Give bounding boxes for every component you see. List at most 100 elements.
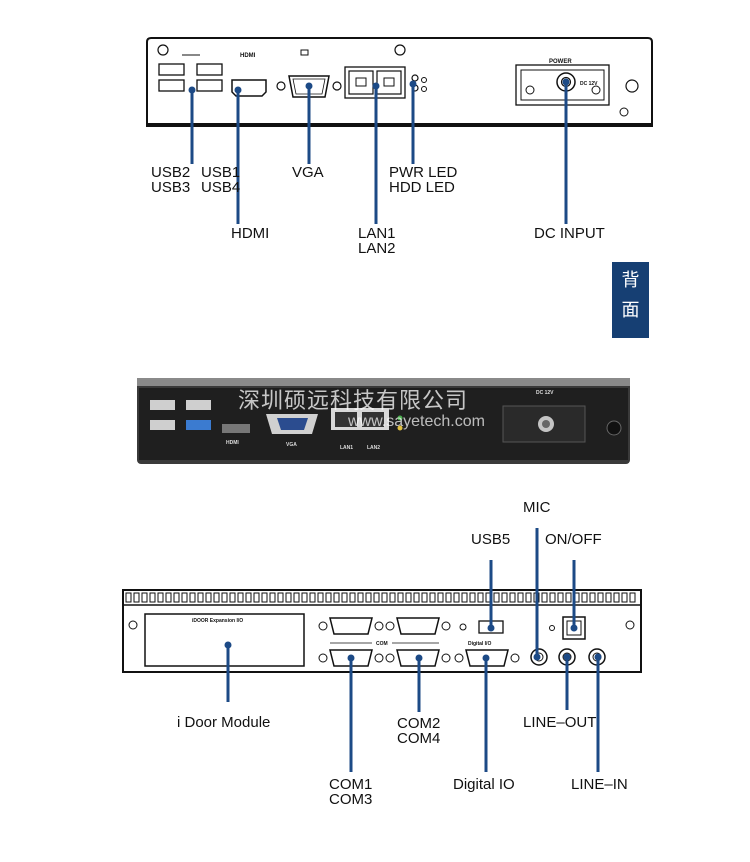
heatsink-fin [365,592,372,603]
heatsink-fin [389,592,396,603]
label-com3: COM3 [329,791,372,808]
label-on-off: ON/OFF [545,531,602,548]
heatsink-fin [157,592,164,603]
heatsink-fin [301,592,308,603]
heatsink-fin [125,592,132,603]
heatsink-fin [461,592,468,603]
label-dc-input: DC INPUT [534,225,605,242]
heatsink-fin [421,592,428,603]
idoor-module-slot [144,613,305,667]
heatsink-fin [621,592,628,603]
heatsink-fin [221,592,228,603]
heatsink-fin [509,592,516,603]
heatsink-fin [229,592,236,603]
heatsink-fin [253,592,260,603]
photo-dc-silk: DC 12V [536,390,554,396]
heatsink-fin [149,592,156,603]
heatsink-fin [181,592,188,603]
heatsink-fin [477,592,484,603]
label-usb1: USB1 [201,164,240,181]
heatsink-fin [429,592,436,603]
heatsink-fin [237,592,244,603]
heatsink-fin [213,592,220,603]
usb4-port [196,79,223,92]
heatsink-fin [445,592,452,603]
heatsink-fin [293,592,300,603]
heatsink-fin [341,592,348,603]
heatsink-fin [133,592,140,603]
heatsink-fin [605,592,612,603]
usb3-port [158,79,185,92]
heatsink-fin [373,592,380,603]
usb1-port [196,63,223,76]
label-lan1: LAN1 [358,225,396,242]
heatsink-fin [309,592,316,603]
label-vga: VGA [292,164,324,181]
lan1-port [348,70,374,95]
idoor-silk: iDOOR Expansion I/O [192,618,243,624]
hdmi-silk: HDMI [240,53,256,59]
heatsink-fin [501,592,508,603]
power-silk: POWER [549,59,572,65]
hdmi-port [231,79,267,97]
heatsink-fin [413,592,420,603]
bottom-callout-lines [224,528,602,772]
heatsink-fin [205,592,212,603]
label-mic: MIC [523,499,551,516]
side-tab-char-2: 面 [621,300,640,321]
vga-port [288,75,330,98]
heatsink-fin [517,592,524,603]
photo-lan1-silk: LAN1 [340,445,353,451]
label-line-out: LINE–OUT [523,714,596,731]
pwr-led [411,74,419,82]
heatsink-fin [189,592,196,603]
heatsink-fin [165,592,172,603]
label-usb2: USB2 [151,164,190,181]
label-usb3: USB3 [151,179,190,196]
label-com4: COM4 [397,730,440,747]
top-rear-panel: HDMI POWER DC 12V [146,37,653,127]
heatsink-fin [525,592,532,603]
heatsink-fin [453,592,460,603]
heatsink-fin [589,592,596,603]
bottom-front-panel: iDOOR Expansion I/O COM Digital I/O [122,589,642,673]
heatsink-fin [245,592,252,603]
usb2-port [158,63,185,76]
heatsink-fin [269,592,276,603]
heatsink-fin [357,592,364,603]
heatsink-fin [493,592,500,603]
heatsink-fin [405,592,412,603]
heatsink-fin [333,592,340,603]
heatsink-fin [261,592,268,603]
label-usb4: USB4 [201,179,240,196]
photo-url-watermark: www.sayetech.com [348,413,485,430]
heatsink-fin [325,592,332,603]
label-digital-io: Digital IO [453,776,515,793]
dc-silk: DC 12V [580,81,598,87]
heatsink-fin [397,592,404,603]
label-line-in: LINE–IN [571,776,628,793]
heatsink-fin [581,592,588,603]
heatsink-fin [629,592,636,603]
photo-vga-silk: VGA [286,442,297,448]
label-pwr-led: PWR LED [389,164,458,181]
label-com1: COM1 [329,776,372,793]
heatsink-fin [549,592,556,603]
label-lan2: LAN2 [358,240,396,257]
heatsink-fin [613,592,620,603]
com-silk: COM [376,641,388,647]
label-idoor: i Door Module [177,714,270,731]
side-tab-char-1: 背 [621,270,640,291]
heatsink-fin [381,592,388,603]
heatsink-fin [565,592,572,603]
heatsink-fin [541,592,548,603]
label-com2: COM2 [397,715,440,732]
digital-io-port [465,649,509,667]
lan2-port [376,70,402,95]
heatsink-fin [437,592,444,603]
com4-port [396,617,440,635]
mic-jack [530,648,548,666]
heatsink-fin [197,592,204,603]
label-hdd-led: HDD LED [389,179,455,196]
